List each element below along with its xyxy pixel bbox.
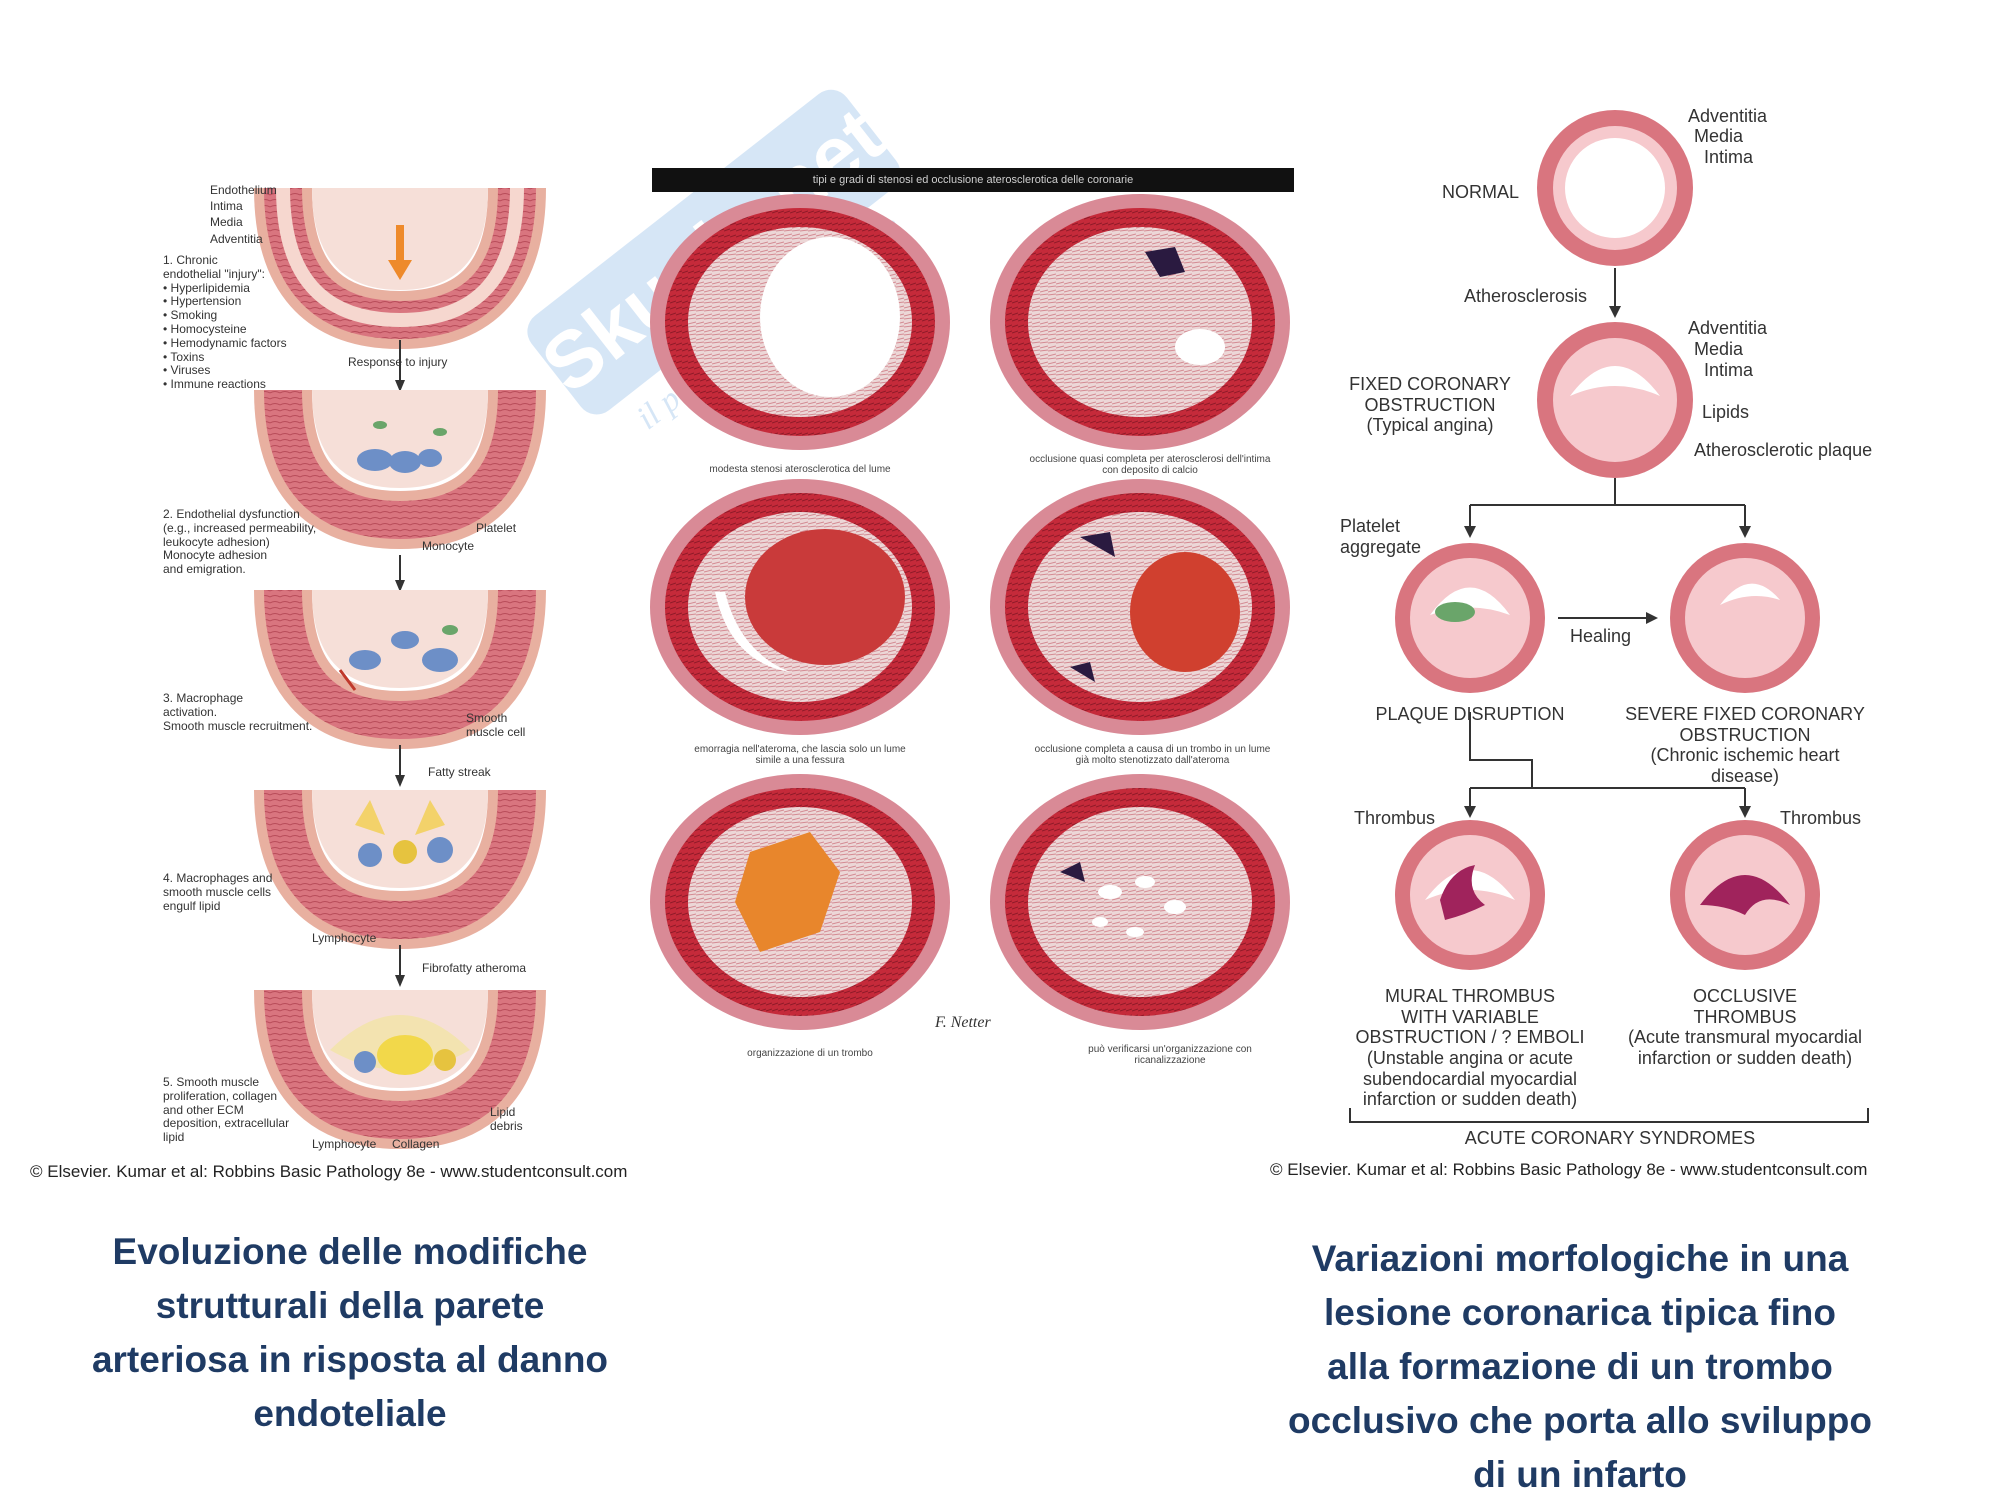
histology-caption-5: organizzazione di un trombo xyxy=(747,1048,873,1059)
label-monocyte: Monocyte xyxy=(422,539,475,553)
netter-signature: F. Netter xyxy=(935,1014,991,1031)
histology-section-2 xyxy=(990,194,1290,450)
label-thrombus-left: Thrombus xyxy=(1354,808,1436,828)
label-adventitia: Adventitia xyxy=(210,232,263,246)
left-panel: Endothelium Intima Media Adventitia 1. C… xyxy=(0,0,680,1200)
left-caption: Evoluzione delle modifiche strutturali d… xyxy=(91,1231,609,1434)
stage-1-vessel xyxy=(254,187,546,350)
label-smooth-muscle: Smooth muscle cell xyxy=(466,711,526,739)
label-plaque-disruption: PLAQUE DISRUPTION xyxy=(1375,704,1565,724)
histology-cross-sections xyxy=(650,194,1290,1030)
label-lipids: Lipids xyxy=(1702,402,1750,422)
stage-5-vessel xyxy=(254,989,546,1150)
occlusive-thrombus-vessel xyxy=(1670,820,1820,970)
label-platelet-aggregate: Platelet aggregate xyxy=(1340,516,1422,557)
label-media-mid: Media xyxy=(1694,339,1744,359)
label-fixed-obstruction: FIXED CORONARY OBSTRUCTION (Typical angi… xyxy=(1349,374,1511,436)
label-adventitia-mid: Adventitia xyxy=(1688,318,1768,338)
label-thrombus-right: Thrombus xyxy=(1780,808,1862,828)
label-healing: Healing xyxy=(1570,626,1632,646)
label-lymphocyte-1: Lymphocyte xyxy=(312,931,377,945)
histology-caption-2: occlusione quasi completa per ateroscler… xyxy=(1029,454,1271,476)
step-5-text: 5. Smooth muscle proliferation, collagen… xyxy=(163,1075,290,1145)
histology-section-6 xyxy=(990,774,1290,1030)
label-intima: Intima xyxy=(210,199,243,213)
histology-section-1 xyxy=(650,194,950,450)
histology-section-5 xyxy=(650,774,950,1030)
step-4-text: 4. Macrophages and smooth muscle cells e… xyxy=(163,871,273,913)
label-fatty-streak: Fatty streak xyxy=(428,765,491,779)
label-intima-top: Intima xyxy=(1704,147,1754,167)
label-lipid-debris: Lipid debris xyxy=(490,1105,523,1133)
label-fibrofatty: Fibrofatty atheroma xyxy=(422,961,527,975)
histology-caption-4: occlusione completa a causa di un trombo… xyxy=(1034,744,1271,766)
label-media: Media xyxy=(210,215,243,229)
label-lymphocyte-2: Lymphocyte xyxy=(312,1137,377,1151)
histology-section-3 xyxy=(650,479,950,735)
label-atherosclerosis: Atherosclerosis xyxy=(1464,286,1588,306)
histology-caption-6: può verificarsi un'organizzazione con ri… xyxy=(1088,1044,1252,1066)
histology-title-bar: tipi e gradi di stenosi ed occlusione at… xyxy=(652,168,1294,192)
normal-vessel xyxy=(1537,110,1693,266)
step-3-text: 3. Macrophage activation. Smooth muscle … xyxy=(163,691,313,733)
label-acute-coronary-syndromes: ACUTE CORONARY SYNDROMES xyxy=(1464,1128,1756,1148)
label-mural-thrombus: MURAL THROMBUS WITH VARIABLE OBSTRUCTION… xyxy=(1355,986,1585,1110)
label-response: Response to injury xyxy=(348,355,448,369)
label-severe-fixed: SEVERE FIXED CORONARY OBSTRUCTION (Chron… xyxy=(1625,704,1865,787)
mural-thrombus-vessel xyxy=(1395,820,1545,970)
label-atherosclerotic-plaque: Atherosclerotic plaque xyxy=(1694,440,1873,460)
severe-fixed-vessel xyxy=(1670,543,1820,693)
step-1-text: 1. Chronic endothelial "injury": • Hyper… xyxy=(163,253,287,392)
plaque-disruption-vessel xyxy=(1395,543,1545,693)
middle-panel: modesta stenosi aterosclerotica del lume… xyxy=(640,192,1300,1092)
coronary-progression-diagram xyxy=(1349,110,1869,1123)
histology-caption-3: emorragia nell'ateroma, che lascia solo … xyxy=(694,744,906,766)
step-2-text: 2. Endothelial dysfunction (e.g., increa… xyxy=(163,507,317,577)
histology-caption-1: modesta stenosi aterosclerotica del lume xyxy=(709,464,891,475)
label-occlusive-thrombus: OCCLUSIVE THROMBUS (Acute transmural myo… xyxy=(1627,986,1863,1069)
left-credit: © Elsevier. Kumar et al: Robbins Basic P… xyxy=(30,1162,628,1181)
label-platelet: Platelet xyxy=(476,521,517,535)
label-intima-mid: Intima xyxy=(1704,360,1754,380)
stage-4-vessel xyxy=(254,789,546,950)
label-collagen: Collagen xyxy=(392,1137,440,1151)
label-normal: NORMAL xyxy=(1442,182,1520,202)
label-adventitia-top: Adventitia xyxy=(1688,106,1768,126)
stage-2-vessel xyxy=(254,389,546,550)
right-caption: Variazioni morfologiche in una lesione c… xyxy=(1288,1238,1872,1495)
label-media-top: Media xyxy=(1694,126,1744,146)
right-credit: © Elsevier. Kumar et al: Robbins Basic P… xyxy=(1270,1160,1868,1179)
right-panel: Adventitia Media Intima NORMAL Atheroscl… xyxy=(1270,0,2000,1200)
label-endothelium: Endothelium xyxy=(210,183,277,197)
histology-section-4 xyxy=(990,479,1290,735)
vessel-stage-diagrams xyxy=(254,187,546,1150)
fixed-obstruction-vessel xyxy=(1537,322,1693,478)
stage-3-vessel xyxy=(254,589,546,750)
